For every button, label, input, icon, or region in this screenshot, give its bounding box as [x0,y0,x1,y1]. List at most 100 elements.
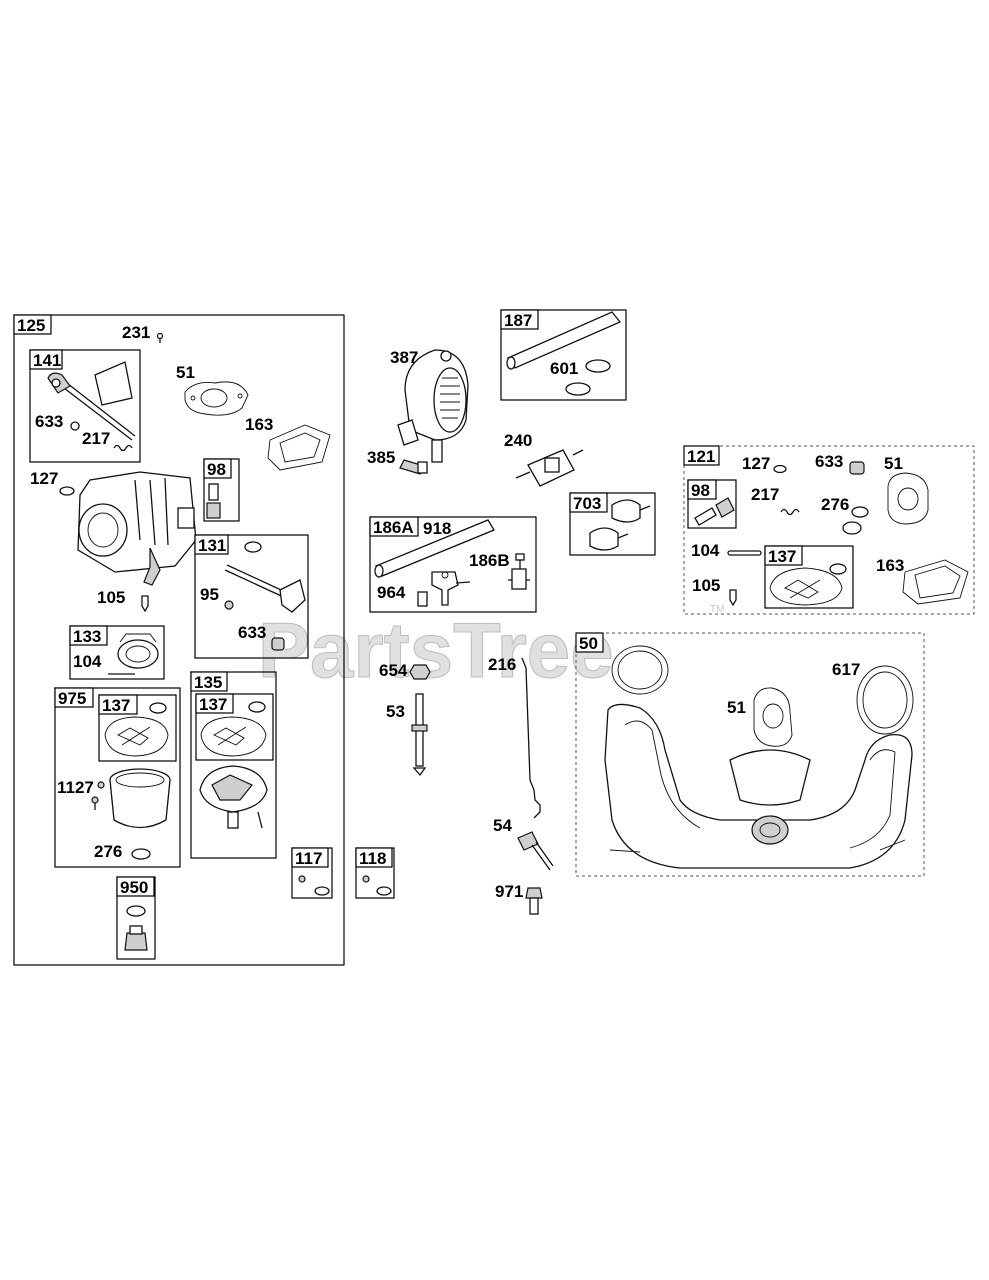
callout-276-b[interactable]: 276 [821,495,849,514]
group-133-box [69,625,165,680]
group-703-tag[interactable] [569,492,608,513]
group-135-tag[interactable] [190,671,228,692]
clamp-601-part [565,359,611,396]
group-137-b-tag[interactable] [195,693,234,714]
bolt-54-part [517,831,554,871]
group-50-tag[interactable] [575,632,604,653]
group-131-tag[interactable] [194,534,229,555]
watermark-text: PartsTree [258,606,614,694]
washer-276-b-part [842,506,869,535]
fuel-line-918-part [374,519,495,578]
callout-918[interactable]: 918 [423,519,451,538]
screw-1127-part [91,781,105,810]
callout-971[interactable]: 971 [495,882,523,901]
group-121-tag[interactable] [683,445,720,466]
callout-601[interactable]: 601 [550,359,578,378]
callout-53[interactable]: 53 [386,702,405,721]
group-50-box [575,632,925,877]
group-135-label: 135 [194,673,222,692]
group-125-tag[interactable] [13,314,52,335]
callout-163-b[interactable]: 163 [876,556,904,575]
oring-127-b-part [773,464,787,474]
group-975-tag[interactable] [54,687,94,708]
group-186A-tag[interactable] [369,516,419,537]
seal-633-c-part [849,461,865,475]
fuel-bowl-135-part [199,765,268,829]
group-141-box [29,349,141,463]
group-133-tag[interactable] [69,625,108,646]
callout-51-a[interactable]: 51 [176,363,195,382]
group-98-b-tag[interactable] [687,479,717,500]
shutoff-valve-186B-part [508,553,530,590]
group-187-tag[interactable] [500,309,539,330]
callout-105-a[interactable]: 105 [97,588,125,607]
muffler-part [604,703,913,869]
fuel-pump-part [397,349,469,463]
float-133-part [108,633,159,675]
callout-127-a[interactable]: 127 [30,469,58,488]
callout-95[interactable]: 95 [200,585,219,604]
callout-240[interactable]: 240 [504,431,532,450]
callout-217-a[interactable]: 217 [82,429,110,448]
callout-617[interactable]: 617 [832,660,860,679]
group-98-a-tag[interactable] [203,458,232,479]
group-118-tag[interactable] [355,847,393,868]
callout-385[interactable]: 385 [367,448,395,467]
group-125-label: 125 [17,316,45,335]
callout-1127[interactable]: 1127 [57,778,94,797]
gasket-kit-137-a-part [104,702,169,757]
callout-633-a[interactable]: 633 [35,412,63,431]
callout-231[interactable]: 231 [122,323,150,342]
watermark-trademark: TM [710,604,724,615]
group-121-box [683,445,975,615]
callout-104-b[interactable]: 104 [691,541,720,560]
callout-654[interactable]: 654 [379,661,408,680]
callout-105-b[interactable]: 105 [692,576,720,595]
callout-51-c[interactable]: 51 [727,698,746,717]
callout-217-b[interactable]: 217 [751,485,779,504]
group-137-b-box [195,693,274,761]
group-186A-box [369,516,537,613]
spring-217-a-part [113,444,133,452]
group-121-label: 121 [687,447,715,466]
callout-633-c[interactable]: 633 [815,452,843,471]
group-137-a-label: 137 [102,696,130,715]
oring-127-a-part [59,486,75,496]
group-137-c-label: 137 [768,547,796,566]
gasket-51-c-part [753,687,793,747]
group-137-c-tag[interactable] [764,545,803,566]
group-117-tag[interactable] [291,847,329,868]
callout-127-b[interactable]: 127 [742,454,770,473]
fuel-line-187-part [506,311,622,370]
callout-964[interactable]: 964 [377,583,406,602]
needle-105-b-part [729,589,737,607]
group-141-tag[interactable] [29,349,63,370]
group-950-tag[interactable] [116,876,155,897]
nut-654-part [409,664,431,680]
callout-216[interactable]: 216 [488,655,516,674]
callout-104-a[interactable]: 104 [73,652,102,671]
group-98-a-label: 98 [207,460,226,479]
screw-971-part [525,887,543,915]
group-186A-label: 186A [373,518,414,537]
group-137-a-tag[interactable] [98,694,138,715]
fuel-filter-240-part [515,449,584,487]
gasket-163-a-part [267,424,331,471]
callout-163-a[interactable]: 163 [245,415,273,434]
gasket-kit-137-b-part [200,701,267,757]
stud-53-part [411,693,428,777]
group-141-label: 141 [33,351,61,370]
link-216-part [521,657,541,819]
group-975-box [54,687,181,868]
callout-54[interactable]: 54 [493,816,512,835]
float-bowl-part [109,768,171,829]
callout-387[interactable]: 387 [390,348,418,367]
group-118-label: 118 [359,849,386,868]
needle-105-a-part [141,595,149,613]
callout-186B[interactable]: 186B [469,551,510,570]
callout-276-a[interactable]: 276 [94,842,122,861]
pin-104-b-part [727,550,762,556]
callout-633-b[interactable]: 633 [238,623,266,642]
callout-51-b[interactable]: 51 [884,454,903,473]
